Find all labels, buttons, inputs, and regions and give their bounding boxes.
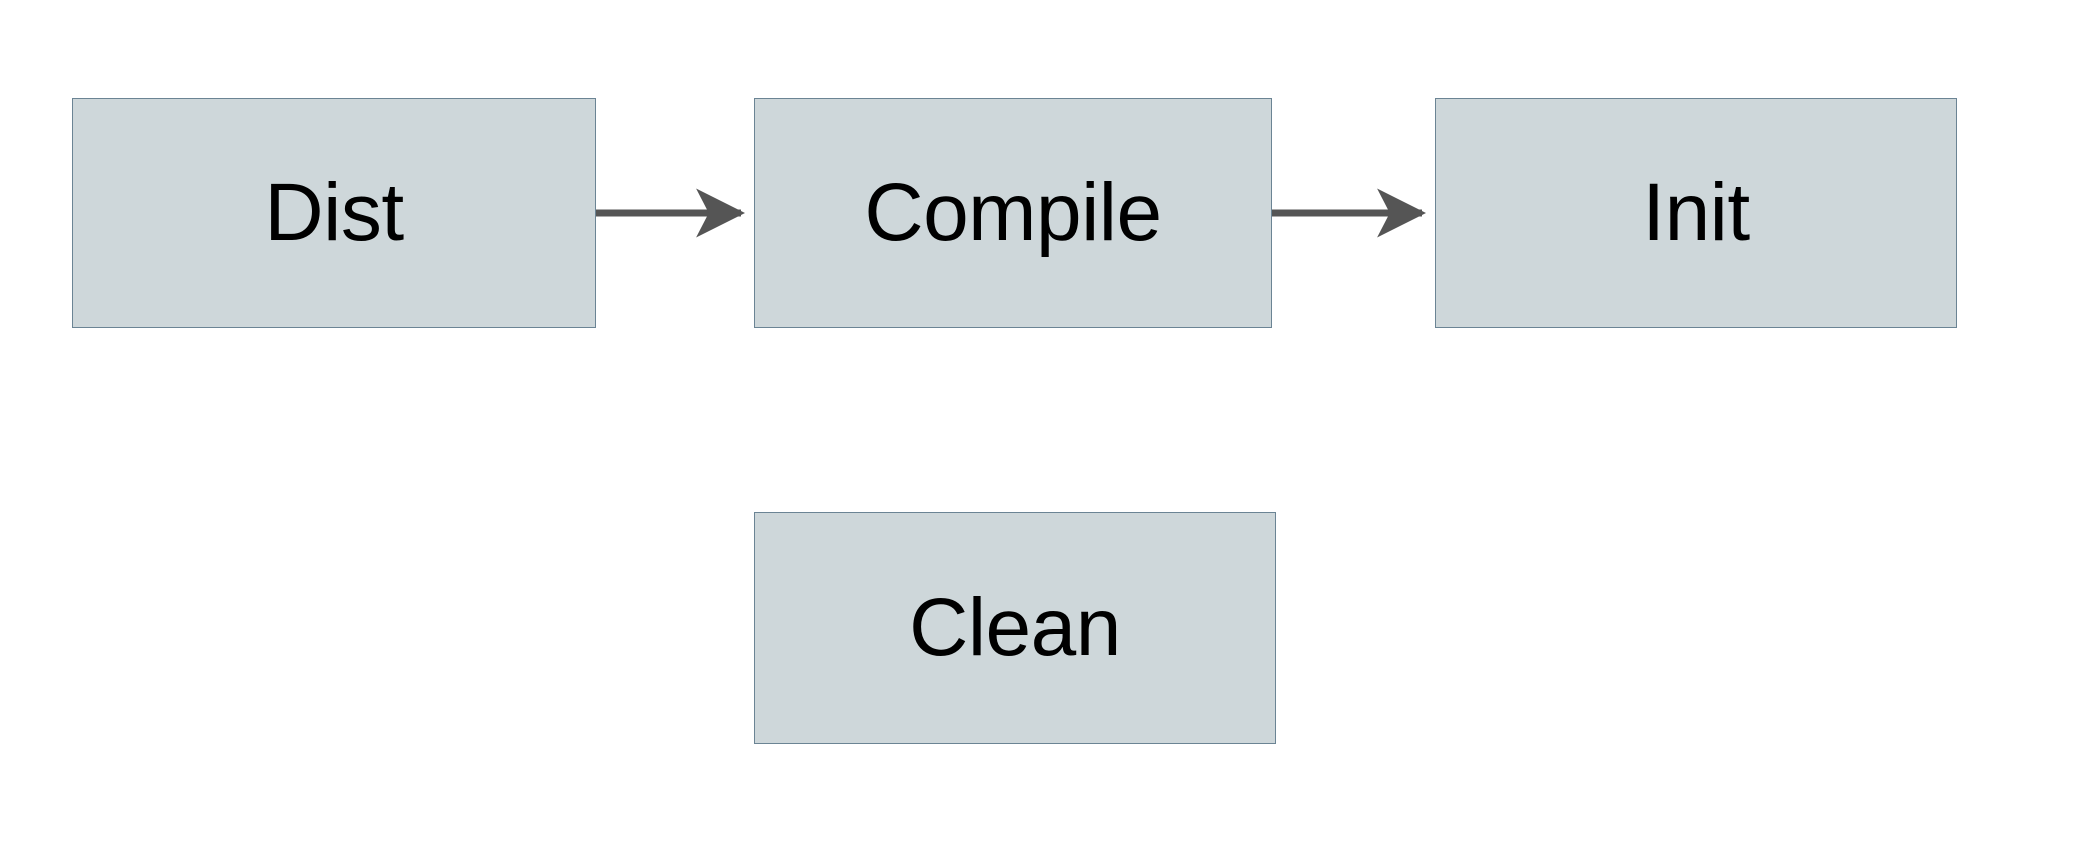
node-clean-label: Clean xyxy=(909,582,1121,673)
node-init-label: Init xyxy=(1642,167,1750,258)
node-compile[interactable]: Compile xyxy=(754,98,1272,328)
node-dist[interactable]: Dist xyxy=(72,98,596,328)
node-compile-label: Compile xyxy=(864,167,1162,258)
node-clean[interactable]: Clean xyxy=(754,512,1276,744)
node-init[interactable]: Init xyxy=(1435,98,1957,328)
node-dist-label: Dist xyxy=(264,167,404,258)
